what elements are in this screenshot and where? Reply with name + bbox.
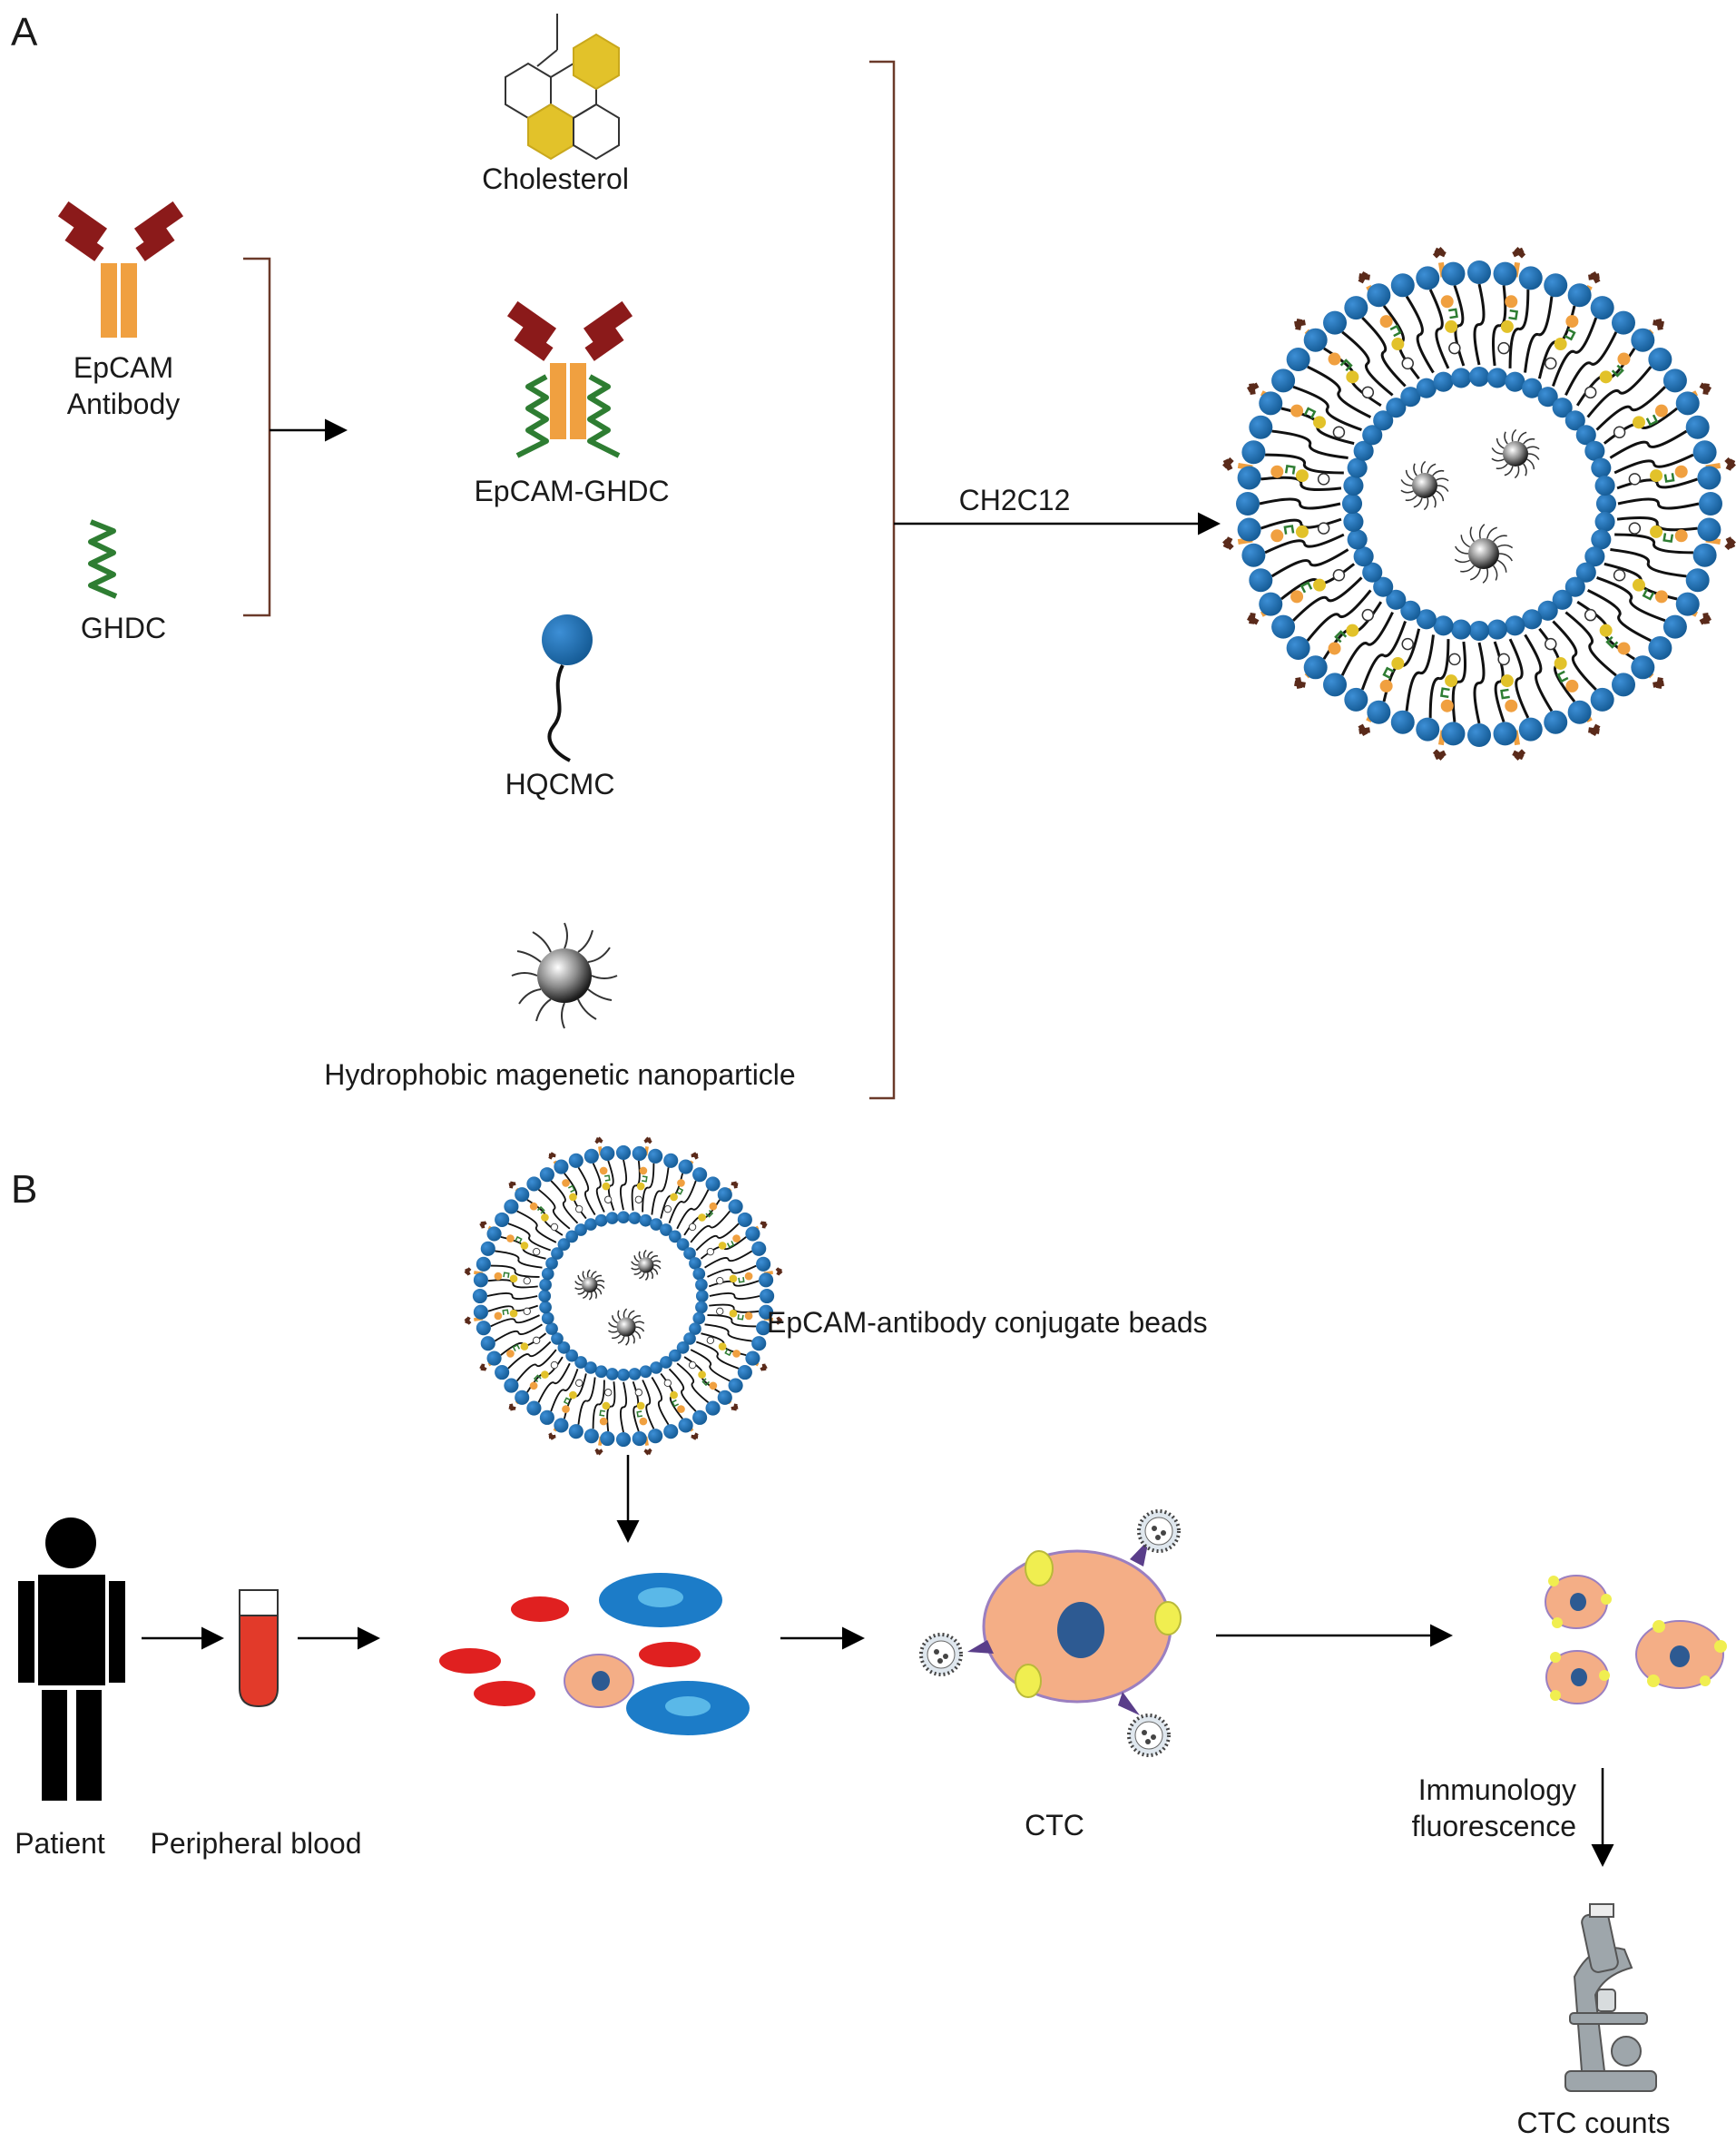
- left-bracket: [243, 257, 271, 617]
- panel-b-letter: B: [11, 1167, 37, 1212]
- nanoparticle-label: Hydrophobic magenetic nanoparticle: [324, 1058, 795, 1091]
- magnetic-liposome: [1222, 247, 1736, 761]
- blood-tube-icon: [239, 1589, 279, 1708]
- white-blood-cell: [599, 1573, 722, 1627]
- microscope-icon: [1564, 1903, 1657, 2092]
- red-blood-cell: [639, 1642, 701, 1667]
- epcam-antibody-label-line1: EpCAM: [74, 351, 173, 384]
- immunology-label-line1: Immunology: [1418, 1773, 1576, 1806]
- cholesterol-label: Cholesterol: [482, 162, 629, 195]
- ctc-counts-label: CTC counts: [1517, 2107, 1671, 2139]
- white-blood-cell: [626, 1681, 750, 1735]
- reaction-label: CH2C12: [959, 484, 1071, 516]
- epcam-antibody-icon: [57, 201, 184, 338]
- red-blood-cell: [511, 1596, 569, 1622]
- micro-bead: [1127, 1714, 1171, 1757]
- nanoparticle-icon: [511, 922, 618, 1029]
- micro-bead: [1137, 1509, 1181, 1553]
- immunology-label-line2: fluorescence: [1412, 1810, 1576, 1842]
- epcam-conjugate-bead: [464, 1136, 783, 1456]
- separated-ctc-group: [1545, 1575, 1727, 1704]
- micro-bead: [919, 1633, 963, 1676]
- epcam-ghdc-label: EpCAM-GHDC: [474, 475, 669, 507]
- ghdc-label: GHDC: [81, 612, 166, 644]
- red-blood-cell: [474, 1681, 535, 1706]
- cholesterol-molecule: [505, 14, 620, 161]
- separated-ctc: [1545, 1575, 1612, 1629]
- captured-ctc: [919, 1509, 1182, 1757]
- patient-label: Patient: [15, 1827, 105, 1860]
- bead-antigen: [1154, 1601, 1182, 1635]
- ctc-label: CTC: [1025, 1809, 1084, 1842]
- hqcmc-label: HQCMC: [505, 768, 615, 800]
- bead-antigen: [1015, 1664, 1042, 1698]
- red-blood-cell: [439, 1648, 501, 1674]
- hqcmc-icon: [542, 614, 593, 762]
- ctc-nucleus: [1057, 1602, 1104, 1658]
- tumor-cell: [564, 1654, 634, 1708]
- panel-a-letter: A: [11, 10, 38, 54]
- bead-antigen: [1025, 1550, 1054, 1586]
- blood-cell-mixture: [439, 1573, 750, 1735]
- peripheral-blood-label: Peripheral blood: [150, 1827, 361, 1860]
- patient-icon: [18, 1517, 125, 1801]
- right-bracket: [869, 60, 896, 1100]
- beads-label: EpCAM-antibody conjugate beads: [767, 1306, 1208, 1339]
- ghdc-zigzag-icon: [88, 519, 118, 599]
- separated-ctc: [1635, 1620, 1727, 1689]
- epcam-ghdc-icon: [506, 300, 633, 458]
- separated-ctc: [1545, 1650, 1610, 1704]
- epcam-antibody-label-line2: Antibody: [67, 388, 181, 420]
